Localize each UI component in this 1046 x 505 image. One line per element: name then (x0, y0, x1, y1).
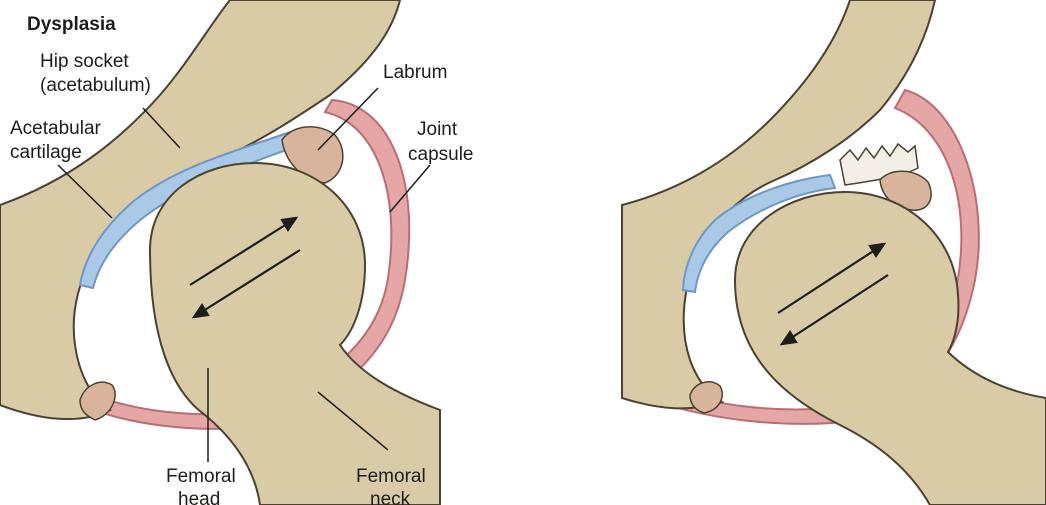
label-femoral-head-line1: Femoral (166, 466, 236, 487)
label-femoral-head-line2: head (178, 489, 220, 505)
diagram-title: Dysplasia (27, 14, 116, 35)
label-joint-capsule-line1: Joint (417, 119, 458, 140)
label-hip-socket-line1: Hip socket (40, 51, 129, 72)
label-acetabular-cartilage-line2: cartilage (10, 142, 82, 163)
femur-right (735, 192, 1046, 505)
label-acetabular-cartilage-line1: Acetabular (10, 118, 102, 139)
right-panel (622, 0, 1046, 505)
label-femoral-neck-line1: Femoral (356, 466, 426, 487)
label-femoral-neck-line2: neck (370, 489, 411, 505)
label-labrum: Labrum (383, 62, 447, 83)
label-joint-capsule-line2: capsule (408, 144, 474, 165)
left-panel: Dysplasia Hip socket (acetabulum) Acetab… (0, 0, 474, 505)
label-hip-socket-line2: (acetabulum) (40, 75, 151, 96)
